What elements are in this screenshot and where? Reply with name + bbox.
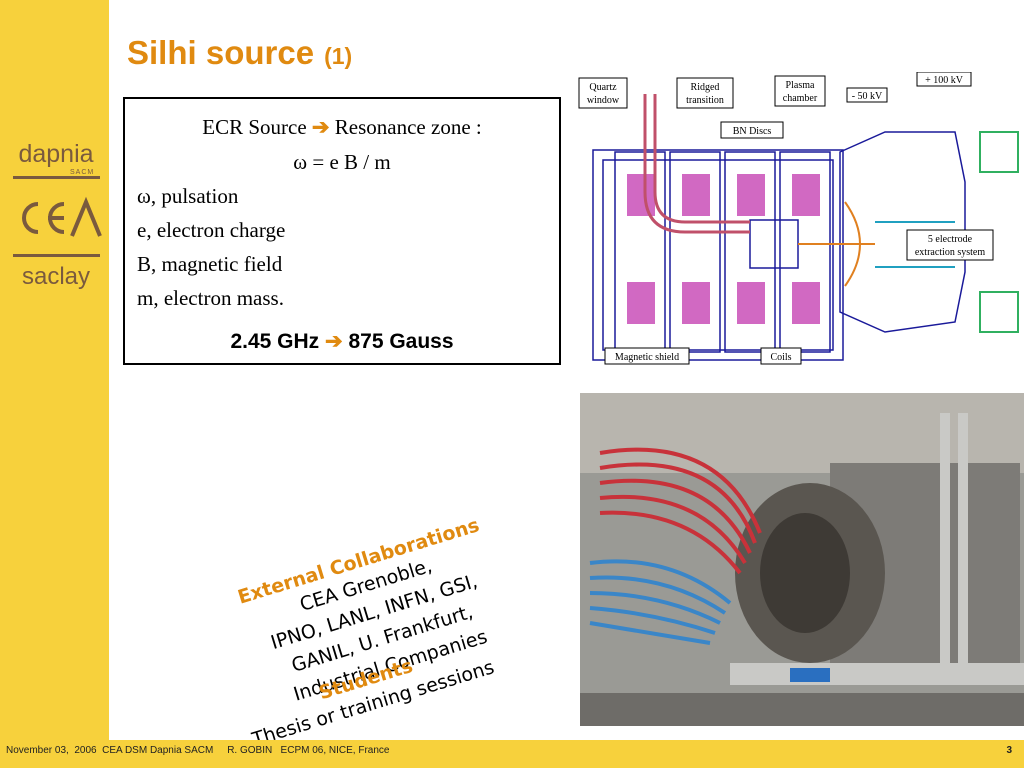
sacm-logo: SACM (70, 169, 95, 176)
dapnia-logo: dapnia (18, 140, 94, 168)
diagram-label-50kv: - 50 kV (852, 91, 883, 102)
diagram-label-bn-discs: BN Discs (733, 126, 772, 137)
definition-line: B, magnetic field (137, 252, 283, 276)
diagram-label-quartz: window (587, 95, 620, 106)
definition-line: e, electron charge (137, 218, 286, 242)
equation: ω = e B / m (293, 150, 391, 174)
diagram-label-electrode: extraction system (915, 247, 985, 258)
definition-box: ECR Source ➔ Resonance zone : ω = e B / … (123, 97, 561, 365)
ecr-source-text: ECR Source (202, 115, 307, 139)
cea-logo-icon (22, 196, 102, 237)
frequency-line: 2.45 GHz ➔ 875 Gauss (125, 329, 559, 354)
arrow-right-icon: ➔ (325, 330, 343, 353)
frequency-text: 2.45 GHz (230, 330, 320, 353)
page-number: 3 (1006, 745, 1012, 756)
diagram-label-100kv: + 100 kV (925, 75, 964, 86)
installation-photo (580, 393, 1024, 726)
footer-bar (0, 740, 1024, 768)
sidebar (0, 0, 109, 740)
arrow-right-icon: ➔ (311, 115, 330, 139)
title-text: Silhi source (127, 34, 315, 71)
logo-divider (13, 254, 100, 257)
definition-line: m, electron mass. (137, 286, 284, 310)
diagram-label-plasma: Plasma (786, 80, 815, 91)
title-number: (1) (324, 43, 353, 69)
resonance-zone-text: Resonance zone : (334, 115, 482, 139)
source-diagram: Quartz window Ridged transition Plasma c… (575, 72, 1024, 372)
diagram-label-coils: Coils (770, 352, 791, 363)
slide-title: Silhi source (1) (127, 34, 352, 72)
diagram-label-shield: Magnetic shield (615, 352, 679, 363)
diagram-label-ridged: Ridged (691, 82, 720, 93)
definition-line: ω, pulsation (137, 184, 239, 208)
gauss-text: 875 Gauss (348, 330, 454, 353)
logo-divider (13, 176, 100, 179)
definition-line: ECR Source ➔ Resonance zone : (125, 115, 559, 140)
saclay-logo: saclay (21, 263, 91, 290)
diagram-label-plasma: chamber (783, 93, 818, 104)
diagram-label-quartz: Quartz (589, 82, 617, 93)
diagram-label-electrode: 5 electrode (928, 234, 973, 245)
footer-text: November 03, 2006 CEA DSM Dapnia SACM R.… (6, 745, 390, 756)
diagram-label-ridged: transition (686, 95, 724, 106)
